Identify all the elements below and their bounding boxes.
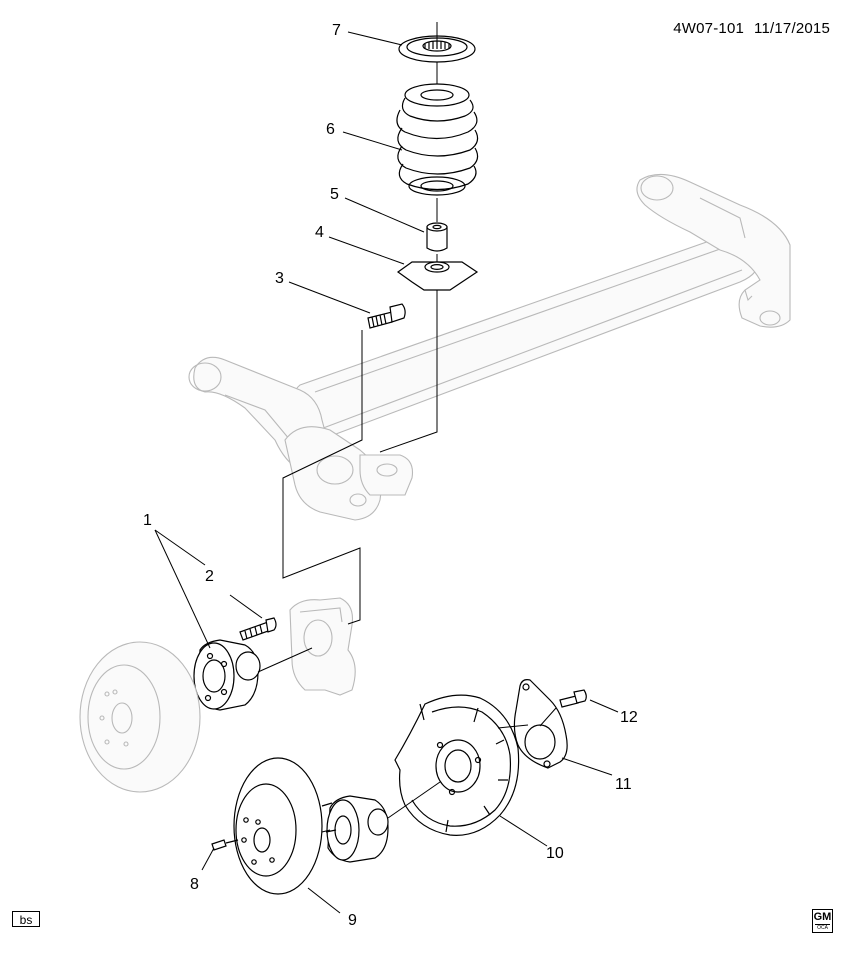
callout-10: 10 bbox=[546, 845, 564, 862]
callout-9: 9 bbox=[348, 912, 357, 929]
callout-11: 11 bbox=[615, 776, 632, 793]
bump-stop bbox=[426, 198, 448, 252]
rear-axle-beam bbox=[188, 173, 791, 521]
callout-3: 3 bbox=[275, 270, 284, 287]
hub-bearing-upper bbox=[193, 639, 261, 711]
callout-leaders bbox=[154, 31, 619, 914]
callout-4: 4 bbox=[315, 224, 324, 241]
coil-spring bbox=[396, 62, 479, 196]
section-badge: bs bbox=[12, 911, 40, 927]
upper-spring-insulator bbox=[398, 22, 476, 63]
disc-retaining-screw bbox=[211, 839, 239, 851]
callout-8: 8 bbox=[190, 876, 199, 893]
caliper-bracket bbox=[513, 679, 568, 769]
callout-2: 2 bbox=[205, 568, 214, 585]
illustration-header: 4W07-101 11/17/2015 bbox=[673, 20, 830, 37]
brake-dust-shield bbox=[394, 694, 520, 836]
callout-5: 5 bbox=[330, 186, 339, 203]
callout-1: 1 bbox=[143, 512, 152, 529]
gm-logo-subtext: OCA bbox=[815, 924, 830, 932]
assembly-lines bbox=[257, 290, 557, 833]
callout-7: 7 bbox=[332, 22, 341, 39]
axle-bolt bbox=[367, 303, 406, 329]
lower-spring-insulator bbox=[396, 254, 479, 291]
knuckle-bracket bbox=[289, 597, 356, 696]
hub-bearing-lower bbox=[321, 795, 389, 863]
callout-numbers: 1 2 3 4 5 6 7 8 9 10 11 12 bbox=[143, 22, 638, 929]
brake-disc-lower bbox=[233, 757, 323, 895]
brake-disc-upper bbox=[79, 641, 201, 793]
illustration-code: 4W07-101 bbox=[673, 20, 745, 37]
gm-logo-text: GM bbox=[813, 911, 832, 923]
callout-12: 12 bbox=[620, 709, 638, 726]
wheel-stud bbox=[239, 617, 277, 641]
gm-logo: GM OCA bbox=[812, 909, 833, 933]
illustration-date: 11/17/2015 bbox=[754, 20, 830, 37]
callout-6: 6 bbox=[326, 121, 335, 138]
bracket-bolt bbox=[559, 689, 587, 708]
